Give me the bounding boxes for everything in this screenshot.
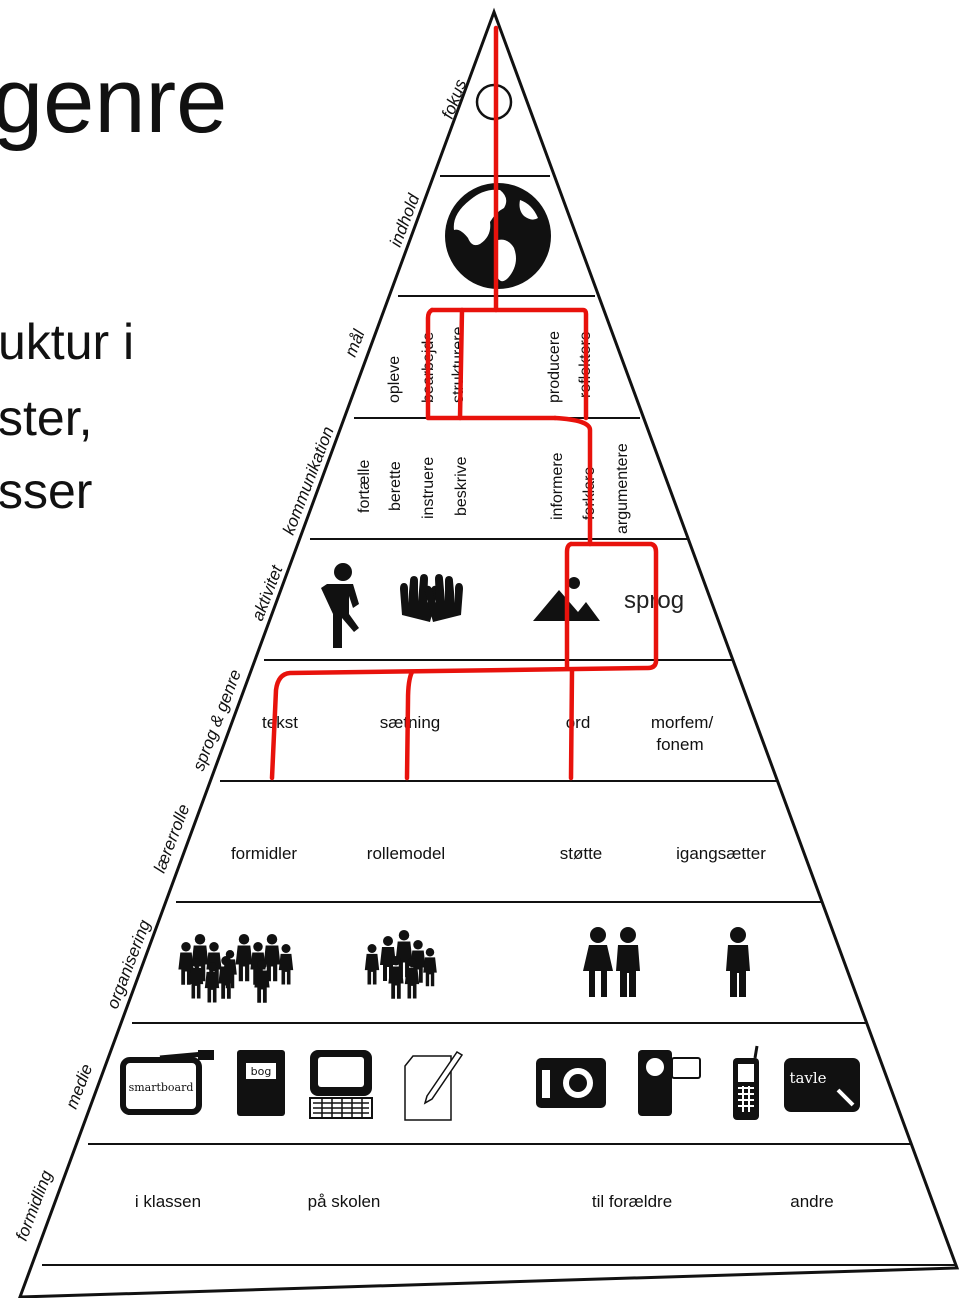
book-icon: bog [237, 1050, 285, 1116]
rolle-igangsaetter: igangsætter [676, 844, 766, 863]
couple-icon [583, 927, 640, 997]
paper-pencil-icon [404, 1050, 464, 1121]
formidling-pa-skolen: på skolen [308, 1192, 381, 1211]
smartboard-label: smartboard [129, 1081, 194, 1094]
kom-berette: berette [387, 461, 404, 511]
slide-title-fragment: genre [0, 50, 228, 152]
rolle-rollemodel: rollemodel [367, 844, 445, 863]
group-large-icon [178, 934, 294, 1003]
kom-fortaelle: fortælle [356, 460, 373, 513]
sprog-saetning: sætning [380, 713, 440, 732]
tablet-label: tavle [789, 1069, 826, 1087]
single-person-icon [726, 927, 750, 997]
sprog-morfem: morfem/ [651, 713, 714, 732]
level-label-mal: mål [341, 326, 369, 360]
kom-instruere: instruere [420, 457, 437, 519]
mal-opleve: opleve [386, 356, 403, 403]
camera-icon [536, 1058, 606, 1108]
hands-icon [400, 574, 463, 622]
bullet-fragment-3: sser [0, 463, 93, 519]
sprog-fonem: fonem [656, 735, 703, 754]
dancing-person-icon [321, 563, 359, 648]
bullet-fragment-1: uktur i [0, 314, 135, 370]
kom-argumentere: argumentere [614, 443, 631, 534]
kom-informere: informere [549, 452, 566, 520]
mobile-phone-icon [733, 1045, 759, 1120]
formidling-til-foraeldre: til forældre [592, 1192, 672, 1211]
bullet-fragment-2: ster, [0, 390, 93, 446]
red-path-overlay [269, 25, 659, 781]
group-small-icon [364, 930, 437, 999]
formidling-andre: andre [790, 1192, 833, 1211]
kom-beskrive: beskrive [453, 456, 470, 516]
tablet-icon: tavle [784, 1058, 860, 1112]
book-label: bog [251, 1065, 272, 1078]
video-camera-icon [638, 1050, 701, 1116]
rolle-stotte: støtte [560, 844, 603, 863]
computer-icon [309, 1050, 373, 1119]
mal-producere: producere [546, 331, 563, 403]
formidling-i-klassen: i klassen [135, 1192, 201, 1211]
smartboard-icon: smartboard [120, 1050, 214, 1115]
sprog-tekst: tekst [262, 713, 298, 732]
rolle-formidler: formidler [231, 844, 297, 863]
